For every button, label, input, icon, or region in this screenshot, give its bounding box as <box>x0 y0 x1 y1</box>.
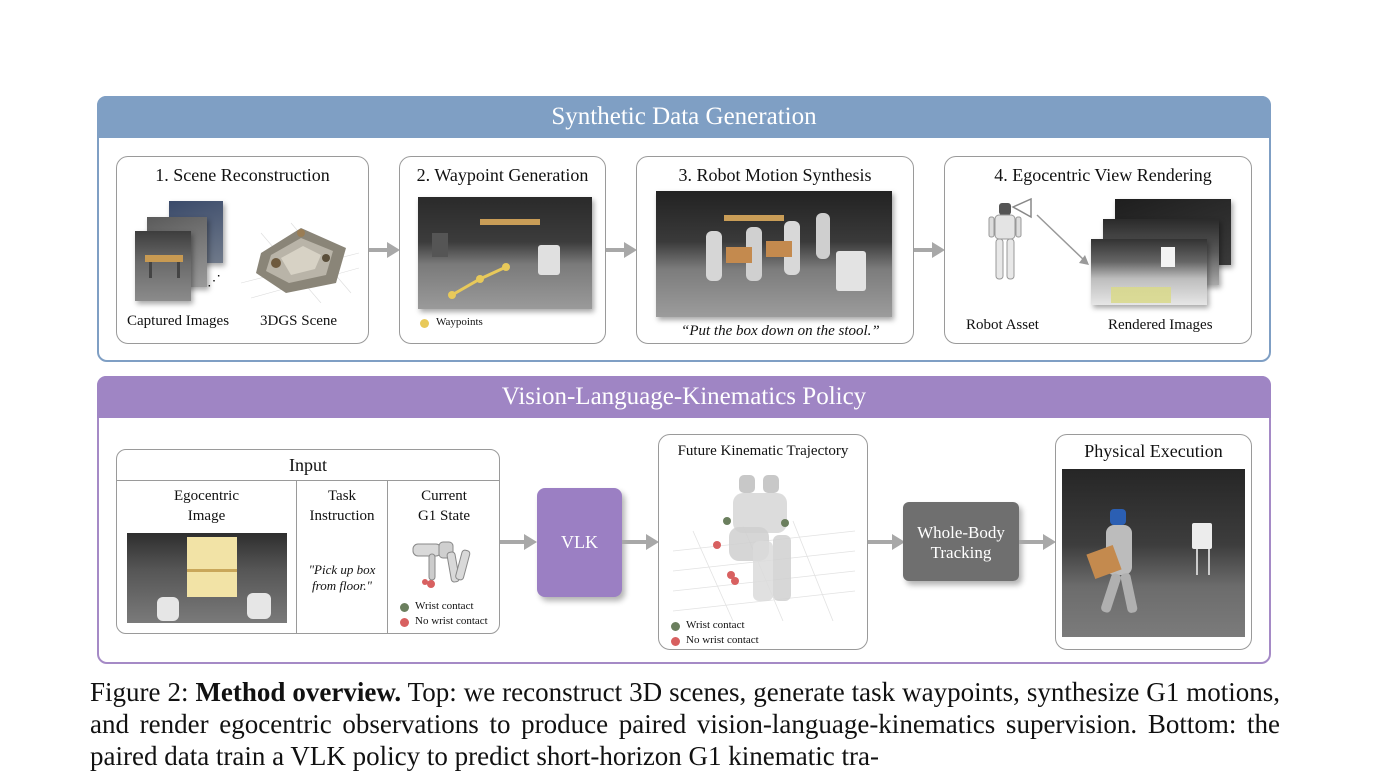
trajectory-render <box>673 475 855 621</box>
step-title-3: 3. Robot Motion Synthesis <box>678 165 872 185</box>
egocentric-rendering-card: 4. Egocentric View Rendering Robot Asset… <box>944 156 1252 344</box>
input-legend-contact: Wrist contact <box>415 600 474 612</box>
input-no-contact-dot <box>400 618 409 627</box>
captured-image-front <box>135 231 191 301</box>
future-legend-contact: Wrist contact <box>686 619 745 631</box>
future-legend-no-contact: No wrist contact <box>686 634 759 646</box>
col-egocentric-line2: Image <box>187 508 226 524</box>
caption-robot-asset: Robot Asset <box>966 317 1039 333</box>
tracking-line1: Whole-Body <box>917 523 1005 542</box>
input-col-divider-1 <box>296 480 297 633</box>
whole-body-tracking-box: Whole-Body Tracking <box>903 502 1019 581</box>
motion-synthesis-image <box>656 191 892 317</box>
egocentric-image <box>127 533 287 623</box>
caption-rendered-images: Rendered Images <box>1108 317 1213 333</box>
input-header-divider <box>117 480 499 481</box>
motion-synthesis-quote: “Put the box down on the stool.” <box>681 323 880 339</box>
vlk-model-box: VLK <box>537 488 622 597</box>
caption-label: Figure 2: <box>90 677 189 707</box>
future-contact-dot <box>671 622 680 631</box>
input-title: Input <box>289 455 327 475</box>
future-trajectory-title: Future Kinematic Trajectory <box>677 443 849 459</box>
g1-state-pose-icon <box>412 541 471 588</box>
caption-captured-images: Captured Images <box>127 313 230 329</box>
waypoint-scene-image <box>418 197 592 309</box>
arrow-right-icon <box>914 242 945 258</box>
robot-motion-synthesis-card: 3. Robot Motion Synthesis “Put the box d… <box>636 156 914 344</box>
input-legend-no-contact: No wrist contact <box>415 615 488 627</box>
input-col-divider-2 <box>387 480 388 633</box>
vlk-policy-panel: Vision-Language-Kinematics Policy <box>97 376 1271 664</box>
task-quote-line1: "Pick up box <box>308 562 376 577</box>
col-task-line1: Task <box>327 488 357 504</box>
waypoint-legend-label: Waypoints <box>436 316 483 328</box>
robot-asset-icon <box>988 197 1032 280</box>
gaussian-splat-scene <box>241 222 359 303</box>
arrow-right-icon <box>1019 534 1056 550</box>
col-task-line2: Instruction <box>309 508 375 524</box>
arrow-right-icon <box>369 242 400 258</box>
input-contact-dot <box>400 603 409 612</box>
physical-execution-photo <box>1062 469 1245 637</box>
col-egocentric-line1: Egocentric <box>174 488 239 504</box>
physical-execution-title: Physical Execution <box>1084 441 1223 461</box>
caption-bold: Method overview. <box>195 677 402 707</box>
section-title-synthetic: Synthetic Data Generation <box>97 96 1271 138</box>
task-quote-line2: from floor." <box>312 578 372 593</box>
arrow-right-icon <box>606 242 637 258</box>
caption-text: Top: we reconstruct 3D scenes, generate … <box>90 677 1281 771</box>
ellipsis-icon: ⋰ <box>207 274 221 289</box>
input-card: Input Egocentric Image Task Instruction … <box>116 449 500 634</box>
caption-3dgs-scene: 3DGS Scene <box>260 313 338 329</box>
future-no-contact-dot <box>671 637 680 646</box>
waypoint-legend-dot <box>420 319 429 328</box>
figure-caption: Figure 2: Method overview. Top: we recon… <box>90 676 1280 772</box>
vlk-label: VLK <box>561 532 598 552</box>
view-ray-arrow <box>1036 214 1089 265</box>
arrow-right-icon <box>868 534 905 550</box>
waypoint-generation-card: 2. Waypoint Generation Waypoints <box>399 156 606 344</box>
col-state-line2: G1 State <box>417 508 471 524</box>
section-title-vlk: Vision-Language-Kinematics Policy <box>97 376 1271 418</box>
synthetic-data-generation-panel: Synthetic Data Generation <box>97 96 1271 362</box>
physical-execution-card: Physical Execution <box>1055 434 1252 650</box>
rendered-image-front <box>1091 239 1207 305</box>
step-title-2: 2. Waypoint Generation <box>416 165 589 185</box>
step-title-4: 4. Egocentric View Rendering <box>994 165 1212 185</box>
tracking-line2: Tracking <box>930 543 992 562</box>
arrow-right-icon <box>500 534 537 550</box>
arrow-right-icon <box>622 534 659 550</box>
col-state-line1: Current <box>421 488 467 504</box>
future-trajectory-card: Future Kinematic Trajectory Wrist contac… <box>658 434 868 650</box>
step-title-1: 1. Scene Reconstruction <box>155 165 330 185</box>
scene-reconstruction-card: 1. Scene Reconstruction ⋰ Captured Image… <box>116 156 369 344</box>
